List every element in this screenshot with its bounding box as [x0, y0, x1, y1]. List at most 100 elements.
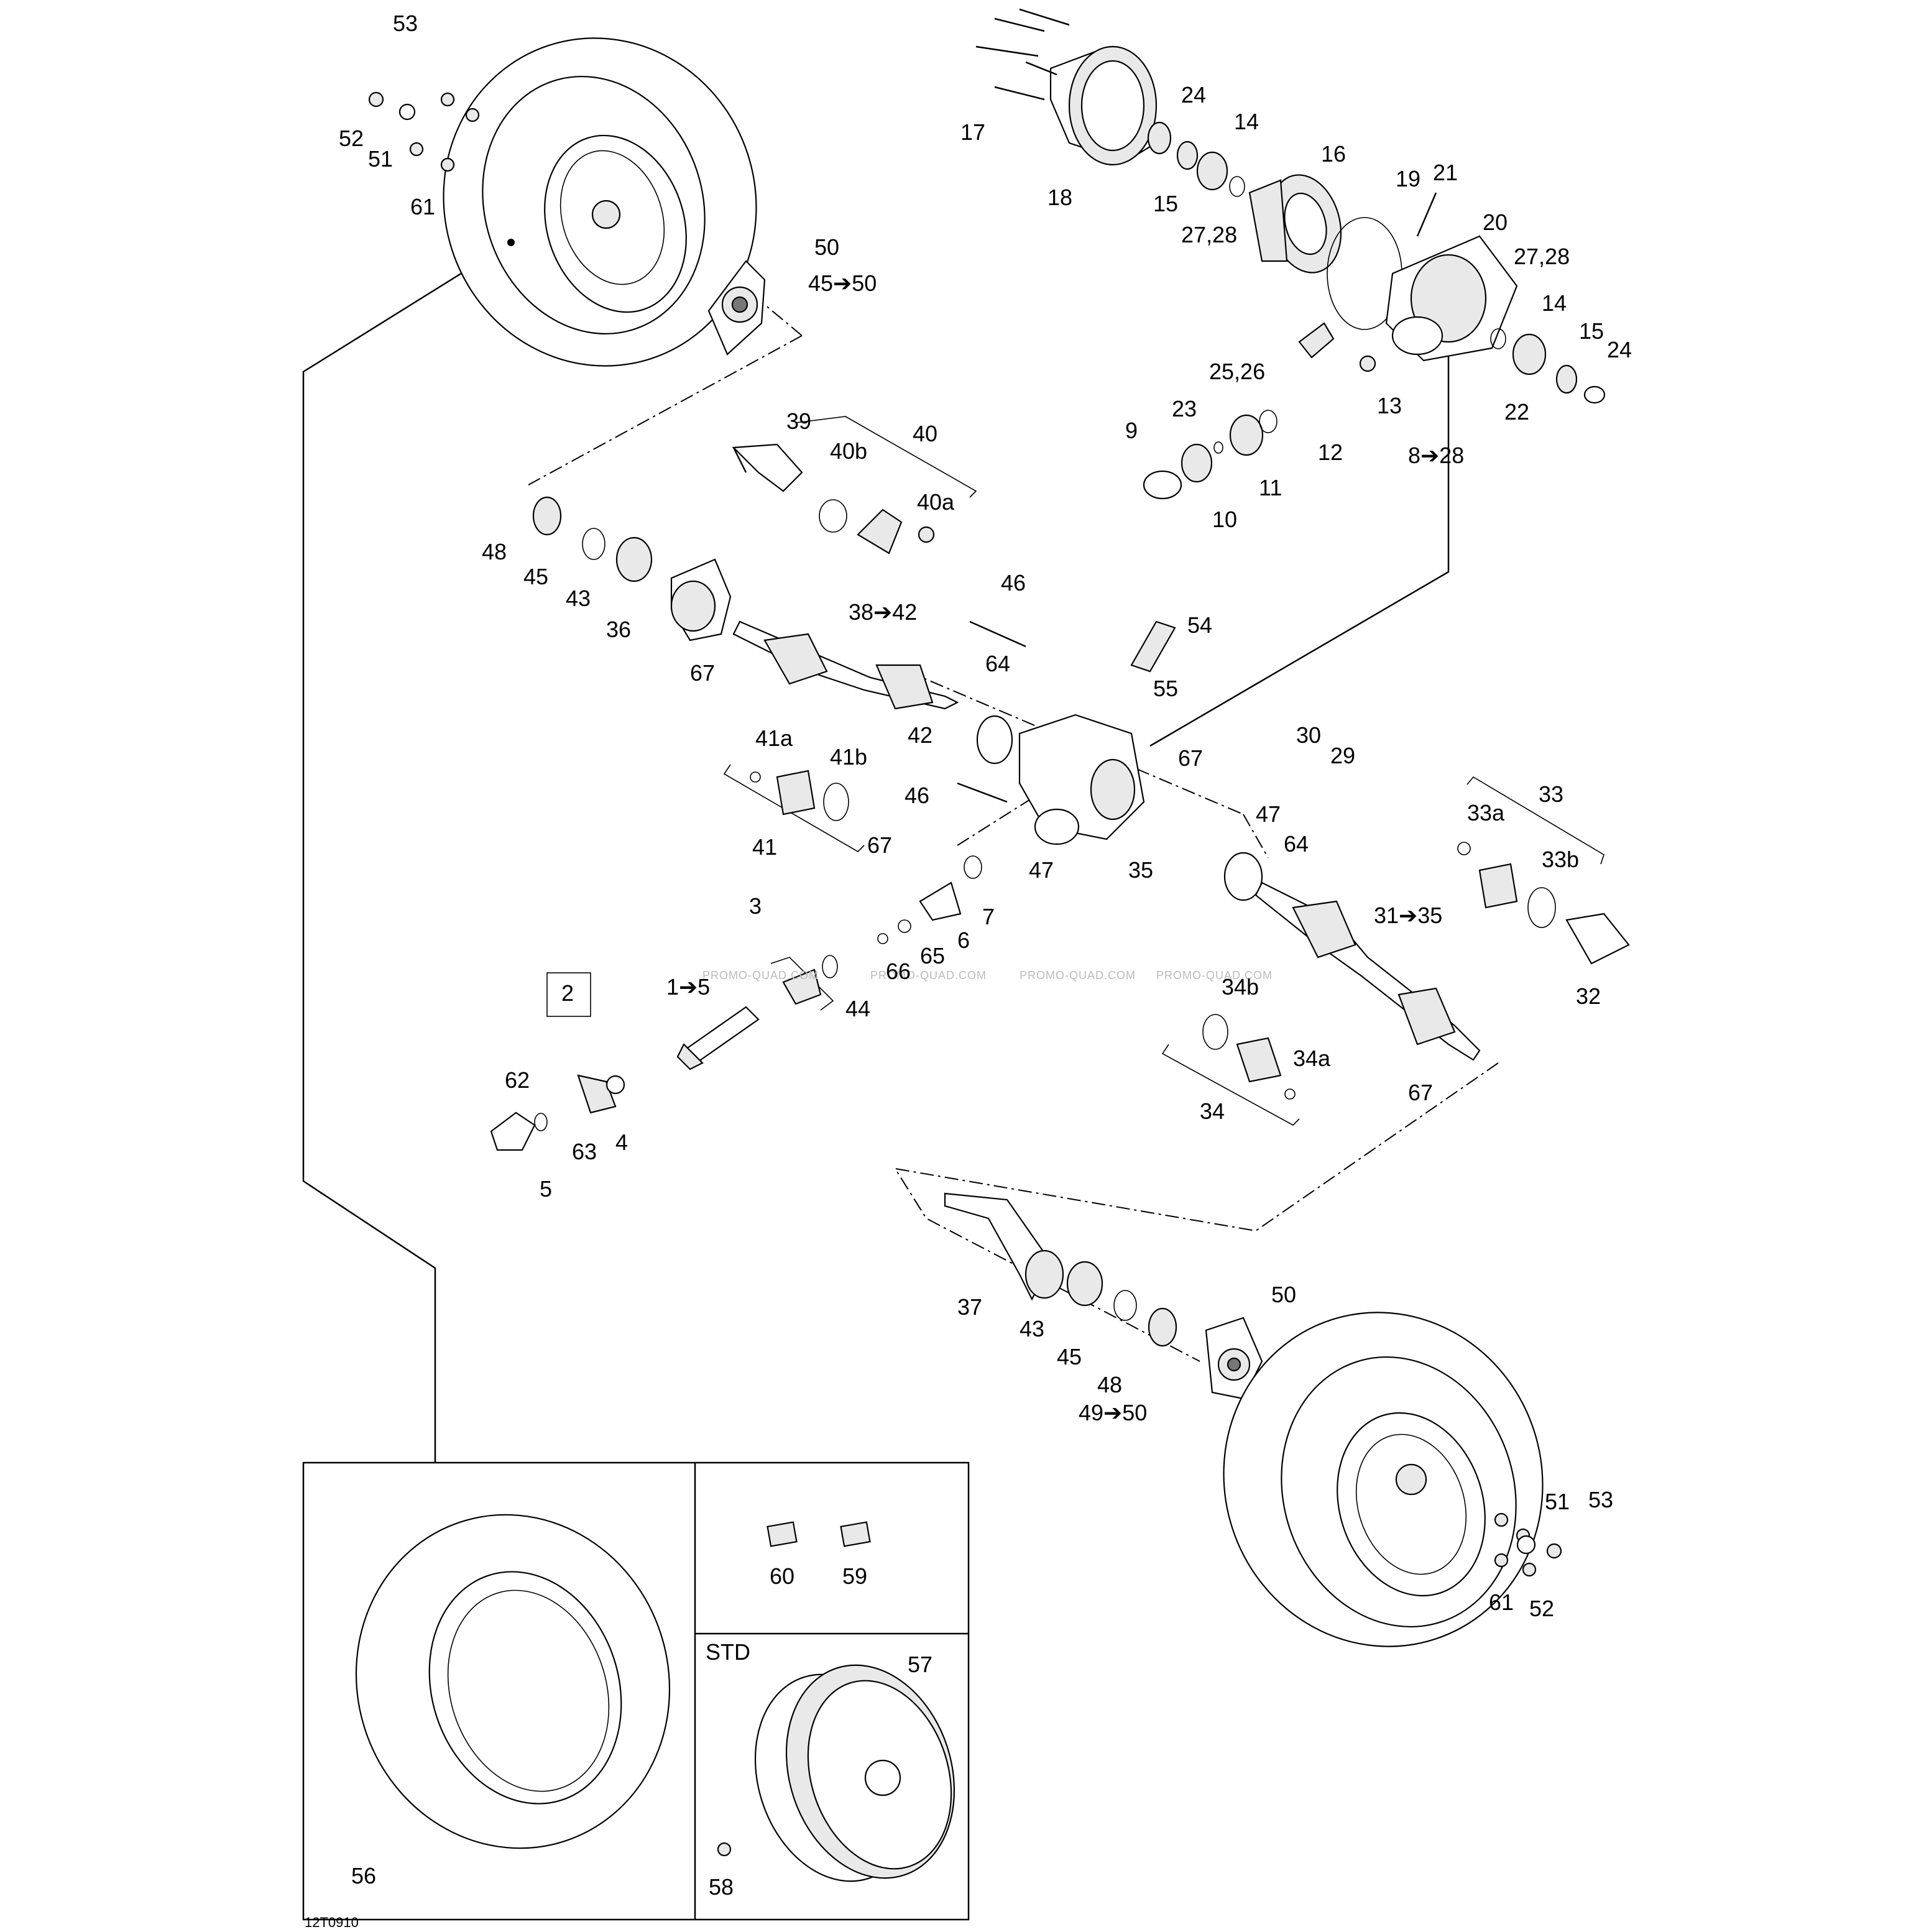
- callout-16: 16: [1321, 141, 1346, 167]
- callout-50-b: 50: [1271, 1282, 1296, 1307]
- callout-40a: 40a: [917, 489, 955, 515]
- callout-59: 59: [842, 1563, 867, 1589]
- callout-44: 44: [845, 996, 870, 1021]
- wheel-front-left: [443, 37, 757, 367]
- propeller-shaft: [676, 855, 982, 1070]
- callout-7: 7: [982, 904, 995, 929]
- pinion-parts: [1143, 410, 1278, 500]
- callout-11: 11: [1259, 475, 1282, 500]
- callout-33b: 33b: [1542, 847, 1579, 872]
- callout-41a: 41a: [755, 725, 793, 751]
- drive-shaft-right: [1255, 881, 1481, 1061]
- callout-47-b: 47: [1029, 857, 1054, 883]
- callout-48-b: 48: [1097, 1372, 1122, 1397]
- inset-panels: [302, 1461, 970, 1921]
- watermark-3: PROMO-QUAD.COM: [1020, 969, 1136, 982]
- callout-17: 17: [960, 119, 985, 145]
- callout-4: 4: [615, 1129, 628, 1155]
- callout-5: 5: [540, 1176, 552, 1202]
- callout-61: 61: [410, 194, 435, 219]
- differential-gear: [1248, 174, 1342, 274]
- callout-53-b: 53: [1588, 1487, 1613, 1512]
- callout-34a: 34a: [1293, 1046, 1331, 1071]
- callout-57: 57: [908, 1652, 932, 1677]
- rim-std: [717, 1664, 955, 1882]
- bearings-seals-top: [1147, 121, 1606, 404]
- stub-axle-32: [1565, 913, 1630, 965]
- callout-8-28: 8➔28: [1408, 443, 1464, 468]
- callout-14-a: 14: [1234, 109, 1259, 134]
- callout-33: 33: [1539, 781, 1563, 807]
- callout-29: 29: [1330, 743, 1355, 768]
- callout-58: 58: [709, 1874, 734, 1900]
- callout-1-5: 1➔5: [666, 974, 710, 1000]
- callout-67-c: 67: [867, 832, 892, 858]
- callout-2: 2: [561, 980, 574, 1006]
- lug-nuts-right: [1494, 1512, 1562, 1577]
- knuckle-left: [670, 558, 732, 642]
- callout-45-b: 45: [1057, 1344, 1082, 1369]
- knuckle-right: [944, 1192, 1064, 1301]
- callout-67-a: 67: [690, 660, 715, 686]
- wheel-front-right: [1223, 1312, 1544, 1647]
- wheel-hub-front: [707, 260, 766, 356]
- callout-41: 41: [752, 834, 777, 860]
- watermark-2: PROMO-QUAD.COM: [870, 969, 987, 982]
- figure-code: 12T0910: [305, 1915, 359, 1929]
- watermark-4: PROMO-QUAD.COM: [1156, 969, 1273, 982]
- tire-only: [355, 1514, 671, 1849]
- callout-33a: 33a: [1467, 800, 1505, 826]
- front-differential-cover: [1049, 45, 1158, 166]
- callout-52-b: 52: [1529, 1596, 1554, 1621]
- callout-52: 52: [339, 126, 364, 151]
- callout-40b: 40b: [830, 438, 867, 464]
- callout-6: 6: [957, 927, 970, 953]
- callout-12: 12: [1318, 439, 1343, 465]
- callout-18: 18: [1047, 185, 1072, 210]
- lug-nuts-left: [368, 91, 480, 172]
- callout-50: 50: [814, 234, 839, 260]
- boot-41: [750, 770, 849, 821]
- bearing-seal-left: [532, 496, 653, 582]
- valve-stems: [767, 1521, 871, 1547]
- callout-67-d: 67: [1408, 1080, 1433, 1105]
- callout-48-a: 48: [482, 539, 507, 564]
- watermark-1: PROMO-QUAD.COM: [702, 969, 819, 982]
- callout-66: 66: [886, 959, 911, 984]
- callout-15-b: 15: [1579, 318, 1604, 344]
- callout-31-35: 31➔35: [1374, 903, 1442, 928]
- callout-55: 55: [1153, 676, 1178, 701]
- connector-lines: [302, 241, 1604, 1463]
- callout-36: 36: [606, 617, 631, 642]
- callout-9: 9: [1125, 418, 1138, 443]
- callout-45-50: 45➔50: [808, 270, 877, 296]
- callout-34: 34: [1200, 1098, 1225, 1124]
- callout-10: 10: [1212, 507, 1237, 532]
- wheel-hub-rear: [1205, 1317, 1263, 1400]
- callout-47-a: 47: [1256, 801, 1281, 827]
- callout-21: 21: [1433, 160, 1458, 185]
- boot-33: [1457, 842, 1556, 928]
- callout-63: 63: [572, 1139, 597, 1164]
- callout-3: 3: [749, 893, 762, 919]
- callout-15-a: 15: [1153, 191, 1178, 216]
- callout-67-b: 67: [1178, 745, 1203, 771]
- callout-64-b: 64: [1284, 831, 1309, 857]
- callout-24-b: 24: [1607, 337, 1632, 362]
- callout-22: 22: [1504, 399, 1529, 425]
- callout-46-a: 46: [1001, 570, 1026, 596]
- callout-53: 53: [393, 11, 418, 36]
- callout-30: 30: [1296, 722, 1321, 748]
- seal-64-left: [976, 715, 1013, 765]
- spring-54: [1130, 620, 1176, 673]
- stub-axle-39: [732, 443, 803, 492]
- callout-56: 56: [351, 1863, 376, 1888]
- callout-42: 42: [908, 722, 932, 748]
- callout-41b: 41b: [830, 744, 867, 770]
- callout-24-a: 24: [1181, 82, 1206, 108]
- callout-62: 62: [505, 1067, 530, 1093]
- callout-27-28-b: 27,28: [1514, 244, 1570, 269]
- callout-32: 32: [1576, 983, 1601, 1009]
